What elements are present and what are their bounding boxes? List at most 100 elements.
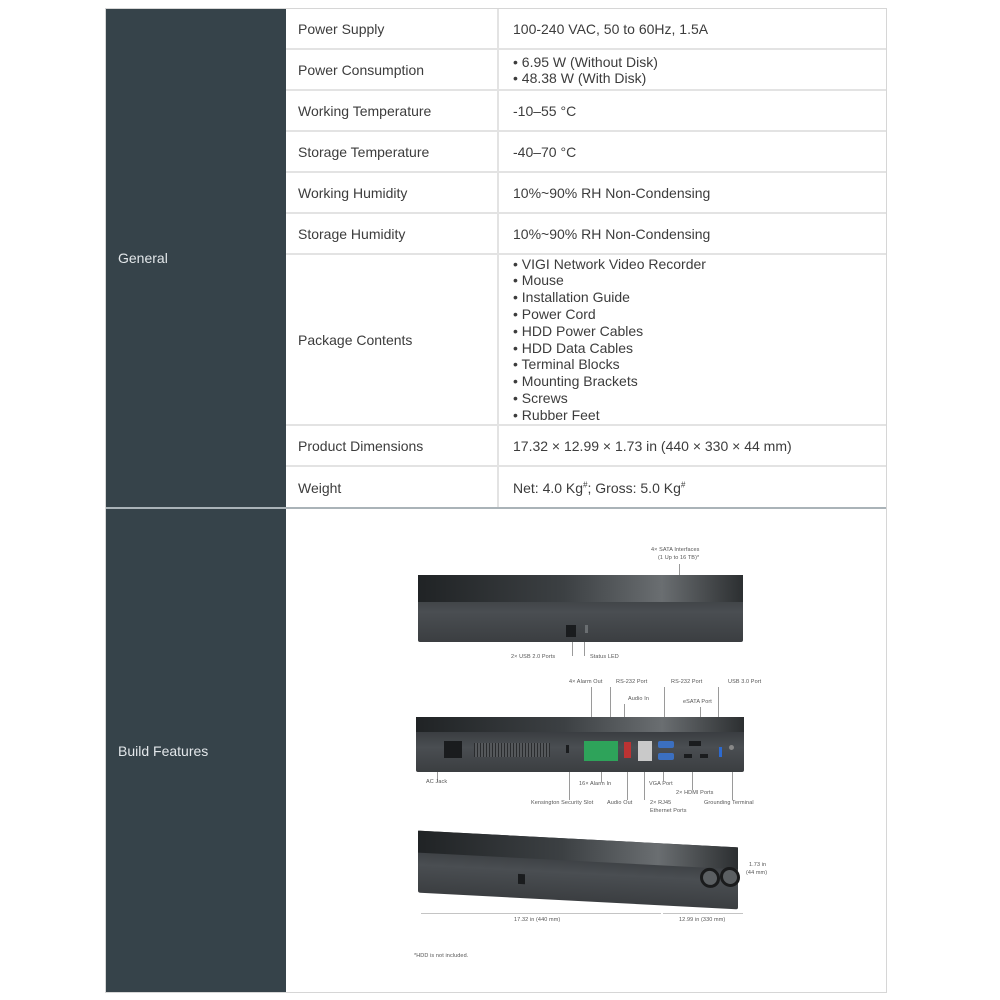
list-item: • HDD Data Cables — [513, 339, 634, 356]
annotation-usb3: USB 3.0 Port — [728, 679, 762, 685]
list-item: • HDD Power Cables — [513, 322, 644, 339]
kensington-slot — [566, 745, 569, 753]
spec-key: Storage Temperature — [286, 132, 499, 171]
usb3-port — [719, 747, 722, 757]
value-line: 10%~90% RH Non-Condensing — [513, 184, 711, 201]
annotation-grounding: Grounding Terminal — [704, 800, 754, 806]
hdmi-port-2 — [700, 754, 708, 758]
value-line: • 48.38 W (With Disk) — [513, 69, 647, 86]
spec-value: Net: 4.0 Kg#; Gross: 5.0 Kg# — [499, 467, 886, 508]
list-item: • Terminal Blocks — [513, 356, 620, 373]
annotation-depth: 12.99 in (330 mm) — [679, 917, 726, 923]
leader-line — [610, 687, 611, 732]
section-build-features: Build Features 4× SATA Interfaces (1 Up … — [106, 509, 886, 992]
list-item: • Screws — [513, 389, 568, 406]
value-line: 10%~90% RH Non-Condensing — [513, 225, 711, 242]
annotation-vga: VGA Port — [649, 781, 673, 787]
annotation-audio-in: Audio In — [628, 696, 649, 702]
hdmi-port-1 — [684, 754, 692, 758]
spec-key: Storage Humidity — [286, 214, 499, 253]
annotation-esata: eSATA Port — [683, 699, 712, 705]
nvr-front-view — [418, 575, 743, 642]
spec-value: 10%~90% RH Non-Condensing — [499, 214, 886, 253]
leader-line — [664, 687, 665, 732]
list-item: • Mouse — [513, 272, 564, 289]
spec-row-power-consumption: Power Consumption • 6.95 W (Without Disk… — [286, 50, 886, 91]
spec-row-storage-humidity: Storage Humidity 10%~90% RH Non-Condensi… — [286, 214, 886, 255]
spec-key: Working Humidity — [286, 173, 499, 212]
leader-line — [437, 772, 438, 782]
value-line: -10–55 °C — [513, 102, 577, 119]
device-top-surface — [416, 717, 744, 733]
spec-value: 100-240 VAC, 50 to 60Hz, 1.5A — [499, 9, 886, 48]
nvr-rear-view — [416, 717, 744, 772]
annotation-height: 1.73 in — [749, 862, 767, 868]
spec-key: Working Temperature — [286, 91, 499, 130]
annotation-sata-sub: (1 Up to 16 TB)* — [658, 555, 700, 561]
section-divider — [106, 507, 886, 509]
list-item: • Mounting Brackets — [513, 373, 638, 390]
spec-key: Product Dimensions — [286, 426, 499, 465]
device-top-surface — [418, 830, 738, 870]
dimension-line-width — [421, 913, 661, 914]
list-item: • Power Cord — [513, 305, 596, 322]
annotation-alarm-out: 4× Alarm Out — [569, 679, 603, 685]
weight-net: Net: 4.0 Kg — [513, 479, 584, 496]
annotation-rj45: 2× RJ45 — [650, 800, 672, 806]
rs232-port — [658, 753, 674, 760]
spec-row-weight: Weight Net: 4.0 Kg#; Gross: 5.0 Kg# — [286, 467, 886, 508]
list-item: • Rubber Feet — [513, 406, 600, 423]
usb2-ports — [566, 625, 576, 637]
annotation-height-mm: (44 mm) — [746, 870, 768, 876]
audio-ports — [624, 742, 631, 758]
annotation-audio-out: Audio Out — [607, 800, 633, 806]
list-item: • Installation Guide — [513, 289, 630, 306]
spec-key: Weight — [286, 467, 499, 508]
alarm-terminal-block — [584, 741, 618, 761]
section-label-build-features: Build Features — [106, 509, 286, 992]
leader-line — [591, 687, 592, 732]
build-features-figure: 4× SATA Interfaces (1 Up to 16 TB)* 2× U… — [286, 509, 886, 992]
leader-line — [732, 772, 733, 800]
leader-line — [663, 772, 664, 782]
dimension-line-depth — [663, 913, 743, 914]
spec-value: -10–55 °C — [499, 91, 886, 130]
weight-gross: ; Gross: 5.0 Kg — [587, 479, 681, 496]
value-line: 17.32 × 12.99 × 1.73 in (440 × 330 × 44 … — [513, 437, 792, 454]
value-line: • 6.95 W (Without Disk) — [513, 53, 658, 70]
fan-icon — [720, 866, 740, 888]
spec-value: 10%~90% RH Non-Condensing — [499, 173, 886, 212]
spec-key: Power Supply — [286, 9, 499, 48]
annotation-rs232-b: RS-232 Port — [671, 679, 703, 685]
leader-line — [572, 642, 573, 656]
spec-value: • 6.95 W (Without Disk) • 48.38 W (With … — [499, 50, 886, 89]
section-label-general: General — [106, 9, 286, 507]
footnote-mark: # — [583, 479, 588, 489]
leader-line — [569, 772, 570, 800]
spec-row-working-humidity: Working Humidity 10%~90% RH Non-Condensi… — [286, 173, 886, 214]
spec-row-working-temperature: Working Temperature -10–55 °C — [286, 91, 886, 132]
annotation-rs232-a: RS-232 Port — [616, 679, 648, 685]
vga-port — [658, 741, 674, 748]
spec-value: -40–70 °C — [499, 132, 886, 171]
list-item: • VIGI Network Video Recorder — [513, 255, 706, 272]
spec-row-storage-temperature: Storage Temperature -40–70 °C — [286, 132, 886, 173]
status-led — [585, 625, 588, 633]
value-line: 100-240 VAC, 50 to 60Hz, 1.5A — [513, 20, 709, 37]
spec-value-list: • VIGI Network Video Recorder • Mouse • … — [499, 255, 886, 424]
annotation-hdmi: 2× HDMI Ports — [676, 790, 714, 796]
annotation-kensington: Kensington Security Slot — [531, 800, 594, 806]
annotation-width: 17.32 in (440 mm) — [514, 917, 561, 923]
leader-line — [644, 772, 645, 800]
spec-key: Package Contents — [286, 255, 499, 424]
rj45-ports — [638, 741, 652, 761]
leader-line — [627, 772, 628, 800]
spec-row-package-contents: Package Contents • VIGI Network Video Re… — [286, 255, 886, 426]
fan-icon — [700, 867, 720, 889]
section-title: General — [118, 250, 168, 266]
footnote-mark: # — [680, 479, 686, 489]
value-line: -40–70 °C — [513, 143, 577, 160]
esata-port — [689, 741, 701, 746]
ac-jack — [444, 741, 462, 758]
footnote: *HDD is not included. — [414, 953, 469, 959]
